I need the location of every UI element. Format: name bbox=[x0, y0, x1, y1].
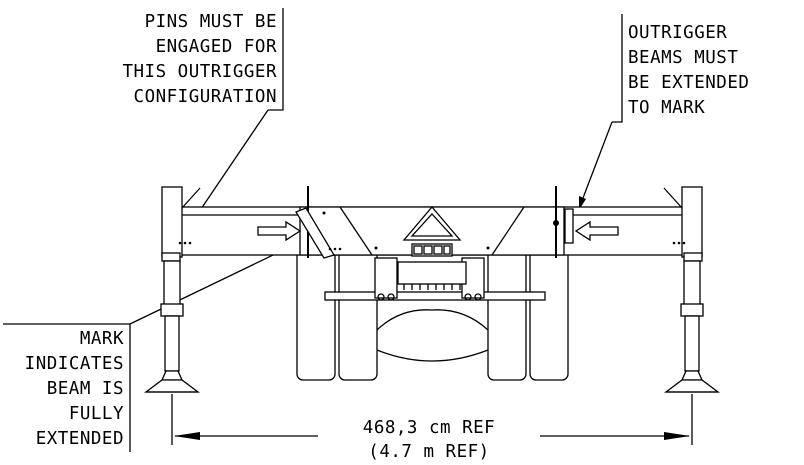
rivet-icon bbox=[322, 211, 326, 215]
leg-left-pad bbox=[144, 379, 200, 393]
pins-callout-bracket bbox=[268, 8, 284, 111]
pin-dot-icon bbox=[183, 241, 187, 245]
mark-leader-line bbox=[129, 242, 299, 325]
center-triangle bbox=[402, 205, 462, 241]
bolt-icon bbox=[377, 293, 385, 301]
pins-callout-line-2: ENGAGED FOR bbox=[156, 37, 277, 57]
leg-right-collar bbox=[680, 303, 704, 317]
extend-arrow-left-icon bbox=[257, 220, 302, 242]
leg-right-pad bbox=[664, 379, 720, 393]
leg-left-collar bbox=[160, 303, 184, 317]
pins-callout-line-4: CONFIGURATION bbox=[134, 87, 277, 107]
beams-callout-line-1: OUTRIGGER bbox=[628, 23, 727, 43]
bolt-icon bbox=[387, 293, 395, 301]
leg-right-inner-tube bbox=[684, 315, 700, 372]
leg-right-gusset bbox=[663, 187, 683, 209]
pin-dot-icon bbox=[677, 241, 681, 245]
center-triangle-inner bbox=[410, 213, 454, 237]
leg-right-outer-tube bbox=[683, 260, 701, 307]
rivet-icon bbox=[374, 246, 378, 250]
mark-callout-line-1: MARK bbox=[80, 329, 124, 349]
mark-dot-icon bbox=[333, 247, 337, 251]
center-brace-right bbox=[491, 206, 525, 256]
pin-dot-icon bbox=[188, 241, 192, 245]
leg-right-upper-housing bbox=[681, 186, 703, 258]
extension-marks bbox=[257, 207, 619, 259]
dimension-value-m: (4.7 m REF) bbox=[368, 442, 489, 462]
pins-callout-line-3: THIS OUTRIGGER bbox=[122, 62, 277, 82]
mark-callout-line-2: INDICATES bbox=[25, 354, 124, 374]
beams-callout: OUTRIGGER BEAMS MUST BE EXTENDED TO MARK bbox=[579, 14, 749, 210]
tire-right-inner bbox=[487, 249, 527, 381]
span-dimension: 468,3 cm REF (4.7 m REF) bbox=[171, 394, 693, 462]
valve-icon bbox=[433, 245, 443, 255]
center-box bbox=[299, 186, 565, 290]
tire-left-inner bbox=[338, 249, 378, 381]
valve-icon bbox=[423, 245, 433, 255]
pins-callout-line-1: PINS MUST BE bbox=[145, 12, 277, 32]
leg-left-pin-block bbox=[161, 252, 181, 262]
tires bbox=[296, 249, 569, 381]
mark-callout-line-5: EXTENDED bbox=[36, 429, 124, 449]
leg-left-inner-tube bbox=[164, 315, 180, 372]
mark-dot-icon bbox=[338, 247, 342, 251]
pin-dot-icon bbox=[682, 241, 686, 245]
leg-left-upper-housing bbox=[161, 186, 183, 258]
leg-right-pin-block bbox=[683, 252, 703, 262]
bolt-icon bbox=[474, 293, 482, 301]
mark-callout: MARK INDICATES BEAM IS FULLY EXTENDED bbox=[3, 239, 306, 452]
beams-callout-line-2: BEAMS MUST bbox=[628, 48, 738, 68]
rivet-icon bbox=[486, 246, 490, 250]
axle-housing-lower bbox=[376, 349, 489, 362]
bolt-icon bbox=[464, 293, 472, 301]
outrigger-leg-left bbox=[144, 186, 201, 393]
dimension-arrow-right-icon bbox=[664, 432, 690, 440]
dimension-arrow-left-icon bbox=[174, 432, 200, 440]
valve-icon bbox=[413, 245, 423, 255]
tire-right-outer bbox=[529, 249, 569, 381]
beams-callout-line-3: BE EXTENDED bbox=[628, 73, 749, 93]
axle-housing-curve bbox=[376, 309, 489, 331]
dimension-value-cm: 468,3 cm REF bbox=[363, 418, 495, 438]
mark-callout-line-3: BEAM IS bbox=[47, 379, 124, 399]
beams-leader-line bbox=[582, 121, 613, 199]
extension-mark-left bbox=[295, 207, 335, 259]
tire-left-outer bbox=[296, 249, 336, 381]
center-pin-icon bbox=[553, 220, 559, 226]
control-valve-bank bbox=[397, 261, 467, 285]
beams-callout-line-4: TO MARK bbox=[628, 98, 705, 118]
mark-dot-icon bbox=[328, 247, 332, 251]
beams-callout-bracket bbox=[612, 14, 623, 123]
outrigger-leg-right bbox=[663, 186, 720, 393]
leg-left-swivel bbox=[160, 370, 184, 381]
pins-callout: PINS MUST BE ENGAGED FOR THIS OUTRIGGER … bbox=[122, 8, 284, 248]
pin-dot-icon bbox=[672, 241, 676, 245]
leg-left-gusset bbox=[181, 187, 201, 209]
center-brace-left bbox=[339, 206, 373, 256]
mark-callout-line-4: FULLY bbox=[69, 404, 124, 424]
extension-mark-right bbox=[564, 208, 574, 244]
leg-left-outer-tube bbox=[163, 260, 181, 307]
subframe bbox=[324, 257, 546, 301]
extend-arrow-right-icon bbox=[574, 220, 619, 242]
valve-icon bbox=[443, 245, 451, 255]
subframe-bracket-left bbox=[374, 257, 398, 299]
leg-right-swivel bbox=[680, 370, 704, 381]
pin-dot-icon bbox=[178, 241, 182, 245]
subframe-crossmember bbox=[324, 291, 546, 301]
